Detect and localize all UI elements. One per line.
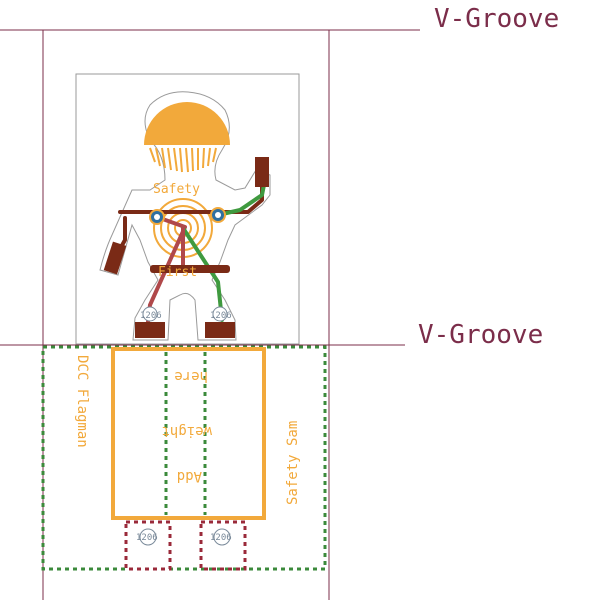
lower-board-dashed-outline [41,345,327,571]
led-right-foot: 1206 [205,306,235,338]
figure-keepout-outline [75,73,300,345]
pad-label-4: 1206 [210,533,232,543]
pad-label-1: 1206 [140,311,162,321]
board-outline [0,29,420,600]
add-label: Add [177,468,202,484]
pad-left-hand [103,241,127,275]
vgroove-mid-label: V-Groove [418,320,543,350]
led-bottom-right: 1206 [199,520,247,571]
pad-label-3: 1206 [136,533,158,543]
weight-label: weight [161,423,212,439]
weight-area-box [111,347,266,520]
led-bottom-left: 1206 [124,520,172,571]
belt-trace [150,265,230,273]
safety-silk-label: Safety [153,182,200,197]
here-label: here [174,368,208,384]
pad-label-2: 1206 [210,311,232,321]
trace-right-green [216,178,267,217]
via-left [149,209,165,225]
pad-right-hand [255,157,269,187]
figure-head [144,102,230,173]
first-silk-label: First [158,265,197,280]
vgroove-top-label: V-Groove [434,4,559,34]
safety-sam-label: Safety Sam [285,421,301,505]
led-left-foot: 1206 [135,306,165,338]
figure-body-outline [99,91,271,341]
dcc-flagman-label: DCC Flagman [74,355,90,448]
via-right [210,207,226,223]
